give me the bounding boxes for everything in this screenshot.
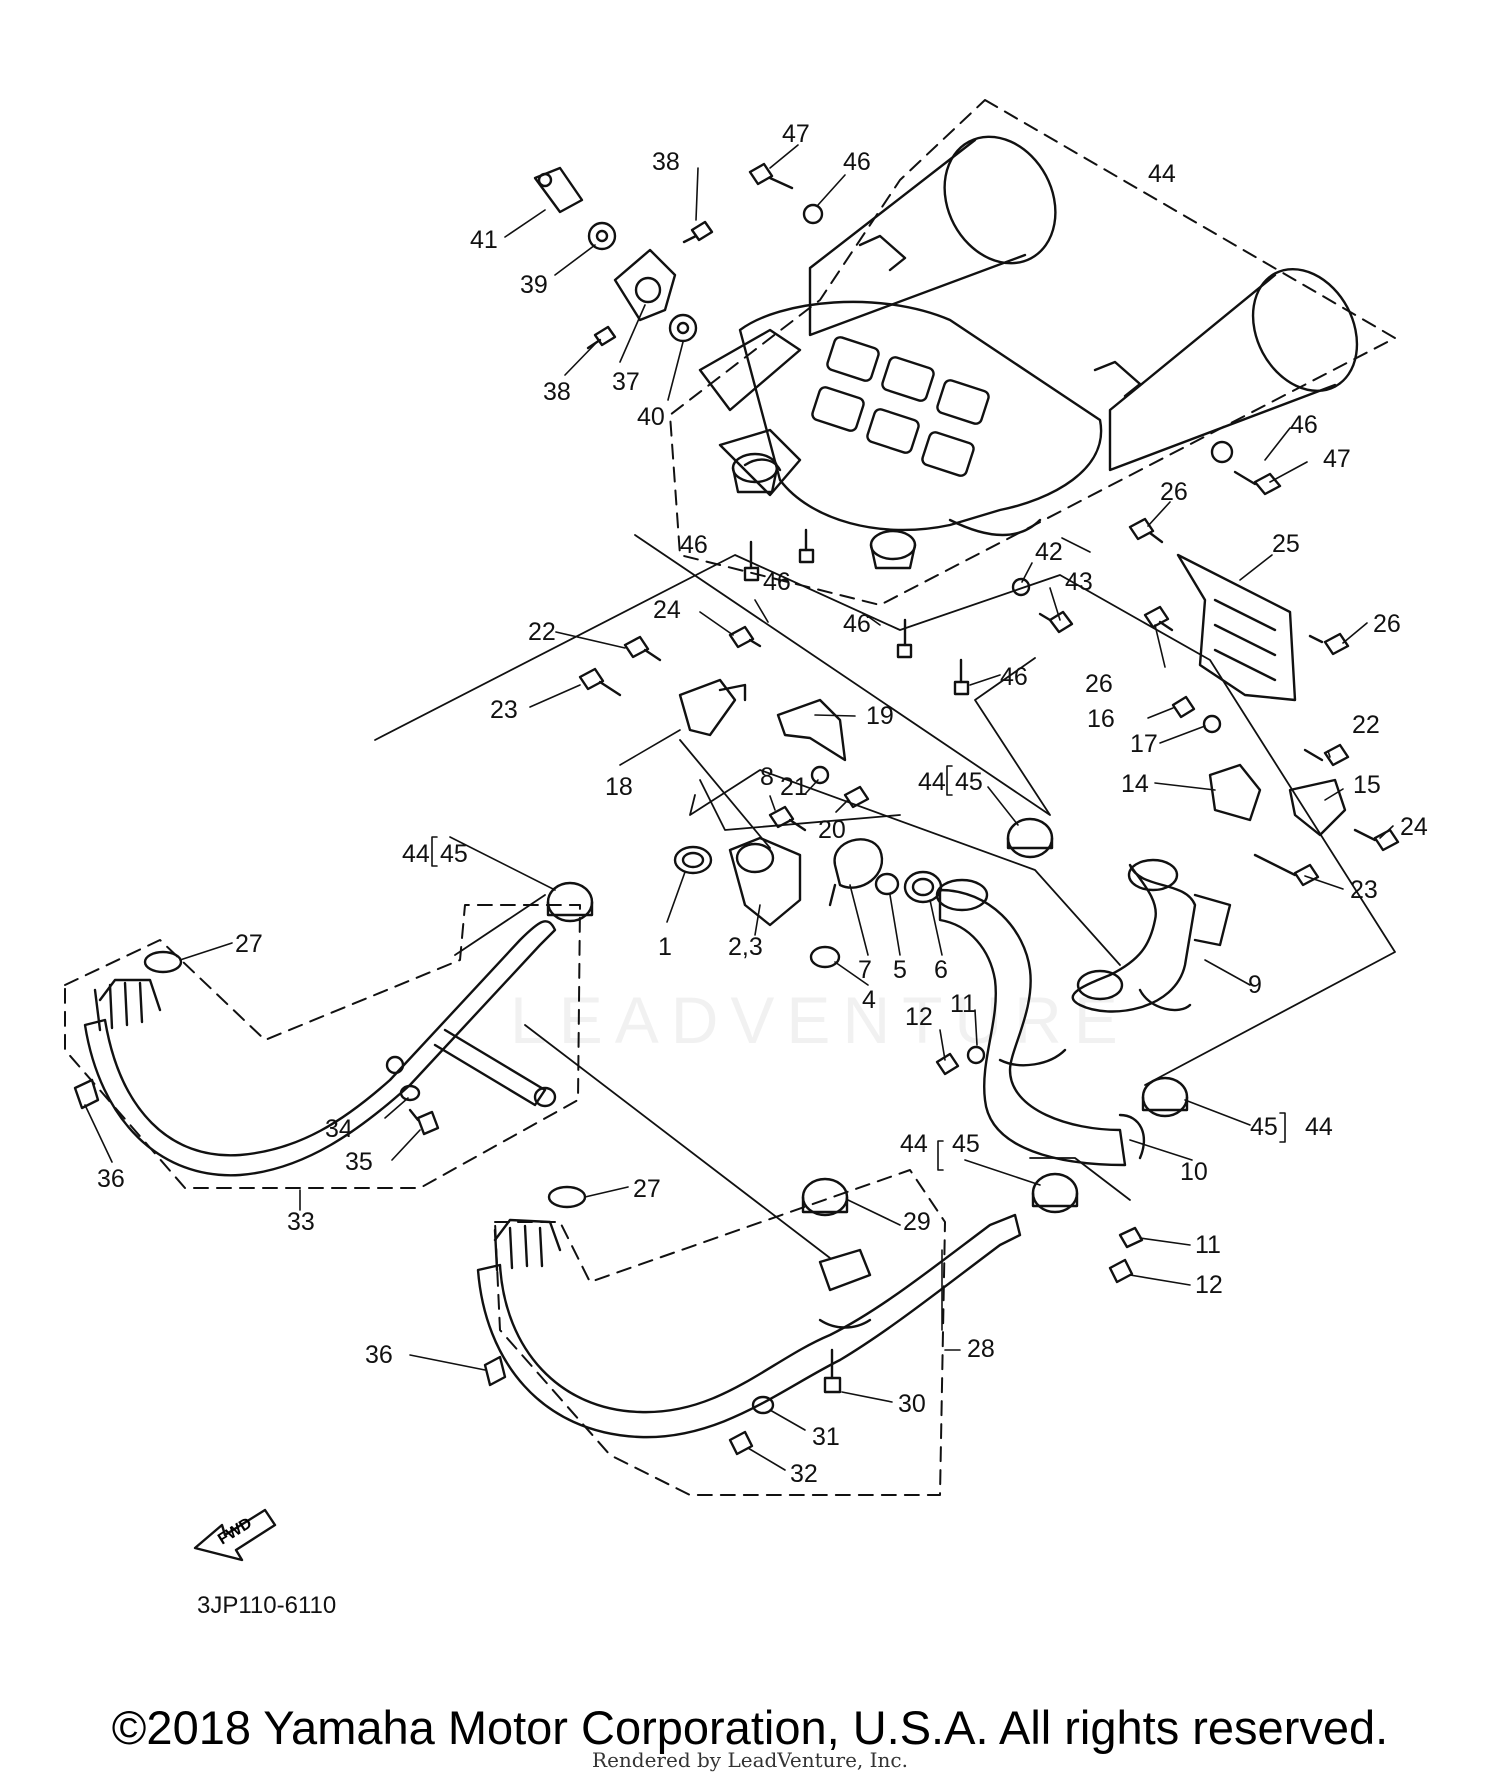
callout-46-top: 46 (843, 148, 871, 176)
callout-15: 16 (1087, 705, 1115, 733)
callout-33: 34 (325, 1115, 353, 1143)
callout-43-lower: 44 (900, 1130, 928, 1158)
callout-45-c: 46 (843, 610, 871, 638)
callout-26-left: 27 (235, 930, 263, 958)
callout-46-right: 46 (1290, 411, 1318, 439)
callout-34: 35 (345, 1148, 373, 1176)
callout-23-right: 24 (1400, 813, 1428, 841)
callout-11-lower: 11 (1195, 1231, 1221, 1259)
callout-22-left: 23 (490, 696, 518, 724)
callout-35-lower: 36 (365, 1341, 393, 1369)
callout-44-mid: 45 (955, 768, 983, 796)
callout-14: 15 (1353, 771, 1381, 799)
assembly-lines (374, 534, 1396, 1259)
callout-45-b: 46 (763, 568, 791, 596)
callout-25-mid: 26 (1085, 670, 1113, 698)
callout-43-left: 44 (402, 840, 430, 868)
callout-27: 28 (967, 1335, 995, 1363)
hardware (73, 162, 1400, 1456)
callout-9: 9 (1248, 971, 1262, 999)
callout-6: 6 (934, 956, 948, 984)
callout-37-left: 38 (543, 378, 571, 406)
pipe-assembly-32 (83, 920, 557, 1177)
callout-40: 41 (470, 226, 498, 254)
callout-4: 4 (862, 986, 876, 1014)
rendered-by-notice: Rendered by LeadVenture, Inc. (592, 1748, 908, 1772)
callout-43-top: 44 (1148, 160, 1176, 188)
group-outline-43 (669, 99, 1396, 606)
callout-45-d: 46 (1000, 663, 1028, 691)
callout-18: 19 (866, 702, 894, 730)
pipe-assembly-27 (476, 1213, 1022, 1439)
callout-22-right: 23 (1350, 876, 1378, 904)
callout-16: 17 (1130, 730, 1158, 758)
muffler-assembly (698, 135, 1359, 537)
callout-41: 42 (1035, 538, 1063, 566)
callout-44-lower: 45 (952, 1130, 980, 1158)
callout-12-mid: 12 (905, 1003, 933, 1031)
callout-43-mid: 44 (918, 768, 946, 796)
callout-47-top: 47 (782, 120, 810, 148)
callout-25-top: 26 (1160, 478, 1188, 506)
callout-13: 14 (1121, 770, 1149, 798)
callout-28: 29 (903, 1208, 931, 1236)
callout-36: 37 (612, 368, 640, 396)
callout-8: 8 (760, 763, 774, 791)
label-brackets (431, 765, 1286, 1171)
callout-2-3: 2,3 (728, 933, 763, 961)
callout-44-left: 45 (440, 840, 468, 868)
callout-19: 20 (818, 816, 846, 844)
callout-44-right: 45 (1250, 1113, 1278, 1141)
callout-29: 30 (898, 1390, 926, 1418)
callout-47-right: 47 (1323, 445, 1351, 473)
watermark: LEADVENTURE (510, 983, 1130, 1057)
leader-lines (84, 144, 1394, 1471)
callout-38: 39 (520, 271, 548, 299)
reference-code: 3JP110-6110 (197, 1592, 336, 1619)
callout-42: 43 (1065, 568, 1093, 596)
callout-5: 5 (893, 956, 907, 984)
callout-20: 21 (780, 773, 808, 801)
pipe-9 (1071, 858, 1232, 1013)
callout-11-mid: 11 (950, 990, 976, 1018)
callout-39: 40 (637, 403, 665, 431)
callout-10: 10 (1180, 1158, 1208, 1186)
callout-24: 25 (1272, 530, 1300, 558)
fwd-label: FWD (215, 1515, 255, 1549)
callout-7: 7 (858, 956, 872, 984)
callout-37-top: 38 (652, 148, 680, 176)
callout-1: 1 (658, 933, 672, 961)
callout-32: 33 (287, 1208, 315, 1236)
callout-43-right: 44 (1305, 1113, 1333, 1141)
callout-12-lower: 12 (1195, 1271, 1223, 1299)
callout-30: 31 (812, 1423, 840, 1451)
group-outline-32 (64, 904, 581, 1189)
fwd-arrow (193, 1508, 277, 1562)
callout-31: 32 (790, 1460, 818, 1488)
callout-25-right: 26 (1373, 610, 1401, 638)
group-outline-27 (494, 1169, 946, 1496)
callout-23-left: 24 (653, 596, 681, 624)
callout-35-left: 36 (97, 1165, 125, 1193)
callout-17: 18 (605, 773, 633, 801)
callout-26-lower: 27 (633, 1175, 661, 1203)
pipe-10 (935, 878, 1146, 1167)
copyright-notice: ©2018 Yamaha Motor Corporation, U.S.A. A… (111, 1701, 1389, 1754)
muffler-clamps (731, 452, 917, 570)
callout-21-right: 22 (1352, 711, 1380, 739)
callout-21-left: 22 (528, 618, 556, 646)
callout-45-a: 46 (680, 531, 708, 559)
callout-labels: 41 39 38 47 46 44 37 38 40 46 47 26 25 4… (97, 120, 1428, 1488)
